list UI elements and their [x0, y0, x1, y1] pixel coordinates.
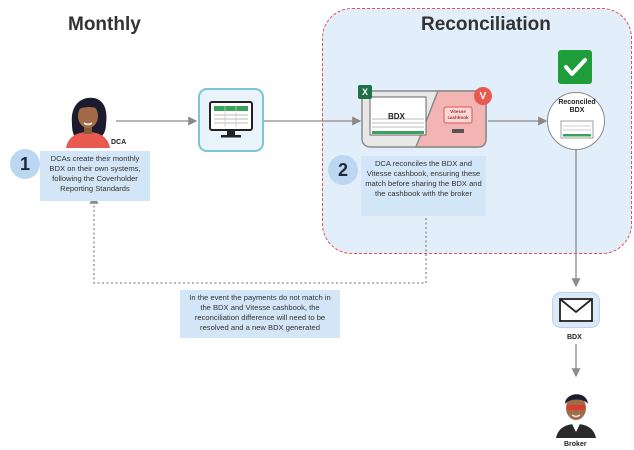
step-2-note: DCA reconciles the BDX and Vitesse cashb… — [361, 156, 486, 216]
reconciliation-title: Reconciliation — [421, 14, 551, 35]
monthly-title: Monthly — [68, 14, 141, 35]
dca-label: DCA — [111, 139, 127, 146]
vitesse-cashbook-label: Vitesse cashbook — [447, 109, 469, 120]
step-2-badge: 2 — [328, 155, 358, 185]
feedback-loop-dotted — [89, 194, 427, 284]
vitesse-icon: V — [474, 87, 492, 105]
excel-icon: X — [358, 85, 372, 99]
bdx-email-label: BDX — [567, 334, 582, 341]
step-1-note: DCAs create their monthly BDX on their o… — [40, 151, 150, 201]
bdx-sheet-label: BDX — [388, 112, 405, 121]
bdx-monitor-icon — [198, 88, 264, 152]
broker-label: Broker — [564, 441, 587, 448]
step-1-badge: 1 — [10, 149, 40, 179]
dca-person-icon — [60, 94, 116, 148]
broker-person-icon — [552, 384, 600, 438]
mismatch-note: In the event the payments do not match i… — [180, 290, 340, 338]
check-icon — [558, 50, 592, 84]
reconciled-bdx-label: Reconciled BDX — [558, 99, 596, 114]
reconciled-bdx-icon: Reconciled BDX — [547, 92, 605, 150]
envelope-icon — [552, 292, 600, 328]
bdx-vs-cashbook-graphic: X V BDX Vitesse cashbook — [354, 85, 494, 155]
